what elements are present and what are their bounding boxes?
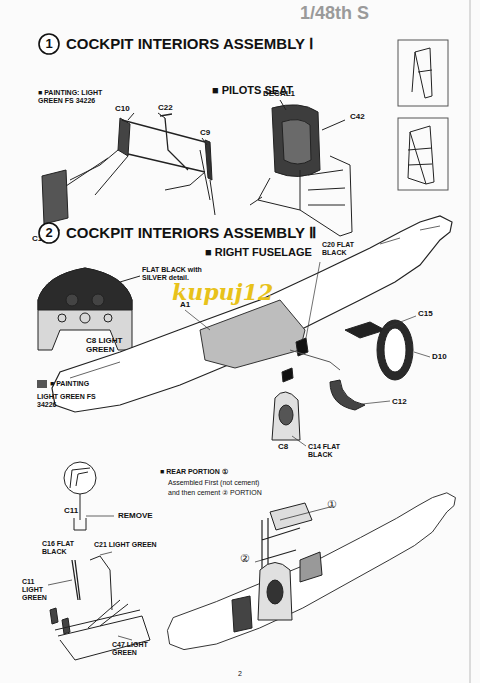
step-number-circle: 1COCKPIT INTERIORS ASSEMBLY Ⅰ	[38, 33, 60, 55]
plate-c1	[42, 170, 68, 224]
part-label: C11 LIGHT GREEN	[22, 578, 56, 602]
step-heading: COCKPIT INTERIORS ASSEMBLY Ⅰ	[66, 35, 313, 53]
c11-detail	[64, 462, 114, 530]
panel-line	[70, 226, 440, 378]
part-label: C14 FLAT BLACK	[308, 443, 348, 459]
part-label: ■ RIGHT FUSELAGE	[205, 246, 312, 259]
part-label: REMOVE	[118, 511, 153, 520]
step-number: 2	[38, 225, 60, 240]
step-heading: COCKPIT INTERIORS ASSEMBLY Ⅱ	[66, 224, 316, 242]
part-label: C10	[115, 104, 130, 113]
assembled-cockpit	[232, 503, 330, 632]
part-label: C9	[200, 128, 210, 137]
part-label: ①	[327, 498, 337, 511]
part-label: C20 FLAT BLACK	[322, 241, 372, 257]
part-label: 2	[238, 670, 242, 678]
part-label: C16 FLAT BLACK	[42, 540, 88, 556]
watermark: kupuj12	[172, 280, 273, 305]
fuselage-half-lower	[167, 493, 455, 650]
part-label: C8 LIGHT GREEN	[86, 336, 136, 354]
page-edge	[470, 0, 471, 683]
seat-frame-sketch	[408, 126, 434, 184]
part-label: ■ PAINTING: LIGHT GREEN FS 34226	[38, 89, 110, 105]
cockpit-interior	[200, 300, 305, 368]
part-label: ■ REAR PORTION ①	[160, 468, 228, 476]
seat-frame	[48, 113, 215, 232]
part-label: C47 LIGHT GREEN	[112, 641, 158, 657]
part-label: ②	[240, 552, 250, 565]
part-label: C42	[350, 112, 365, 121]
part-label: C15	[418, 309, 433, 318]
part-label: LIGHT GREEN FS 34226	[37, 393, 97, 409]
paint-swatch	[37, 380, 47, 388]
step-number: 1	[38, 36, 60, 51]
right-fuselage-half	[52, 216, 452, 412]
inset-box	[398, 40, 448, 106]
part-label: DECAL1	[263, 89, 295, 98]
part-label: C21 LIGHT GREEN	[94, 541, 157, 549]
part-label: C12	[392, 397, 407, 406]
part-label: C8	[278, 442, 288, 451]
part-label: C22	[158, 103, 173, 112]
part-label: C11	[64, 506, 78, 515]
pilot-seat	[250, 100, 352, 236]
header-text: 1/48th S	[300, 3, 369, 24]
step-number-circle: 2COCKPIT INTERIORS ASSEMBLY Ⅱ	[38, 222, 60, 244]
seat-frame-sketch	[412, 48, 432, 98]
part-label: D10	[432, 352, 447, 361]
part-label: and then cement ② PORTION	[168, 489, 262, 497]
part-label: ■ PAINTING	[50, 380, 89, 388]
part-label: Assembled First (not cement)	[168, 479, 259, 487]
inset-box	[398, 118, 448, 190]
